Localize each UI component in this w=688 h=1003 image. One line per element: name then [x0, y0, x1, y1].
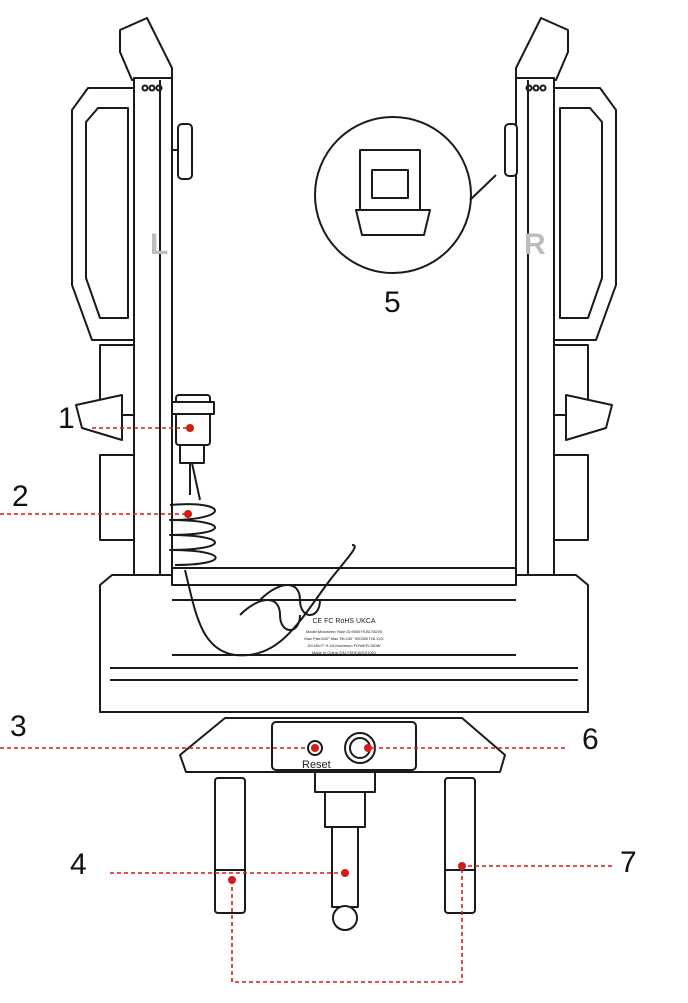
- right-arm: [504, 17, 617, 579]
- svg-text:Made In China S/N:YSHCA010100: Made In China S/N:YSHCA0101001: [312, 650, 377, 655]
- callout-1: 1: [58, 402, 75, 435]
- left-arm: [71, 17, 193, 579]
- callout-5: 5: [384, 286, 401, 319]
- callout-6: 6: [582, 723, 599, 756]
- leader-dots: [184, 424, 466, 884]
- reset-label: Reset: [302, 759, 331, 771]
- coil-cable: [169, 394, 356, 657]
- svg-text:DC48V/7~9.2A Maximum POWER:15: DC48V/7~9.2A Maximum POWER:150W: [308, 643, 381, 648]
- yoke-base: [99, 567, 589, 713]
- mount-plate: [179, 717, 506, 931]
- clamps: [214, 777, 476, 914]
- svg-text:CE FC RoHS UKCA: CE FC RoHS UKCA: [312, 618, 375, 625]
- inset-detail: [314, 116, 497, 274]
- svg-text:Max Pan:540° Max Tilt:240° 9: Max Pan:540° Max Tilt:240° 900300728.1XX: [304, 636, 384, 641]
- leader-lines: [0, 427, 612, 983]
- left-side-label: L: [150, 228, 169, 261]
- callout-3: 3: [10, 710, 27, 743]
- svg-text:Model:Motorized Yoke ID:90007: Model:Motorized Yoke ID:900079-BLT8200: [306, 629, 383, 634]
- right-side-label: R: [524, 228, 546, 261]
- callout-2: 2: [12, 480, 29, 513]
- callout-4: 4: [70, 848, 87, 881]
- callout-7: 7: [620, 846, 637, 879]
- rating-label: CE FC RoHS UKCA Model:Motorized Yoke ID:…: [304, 618, 384, 655]
